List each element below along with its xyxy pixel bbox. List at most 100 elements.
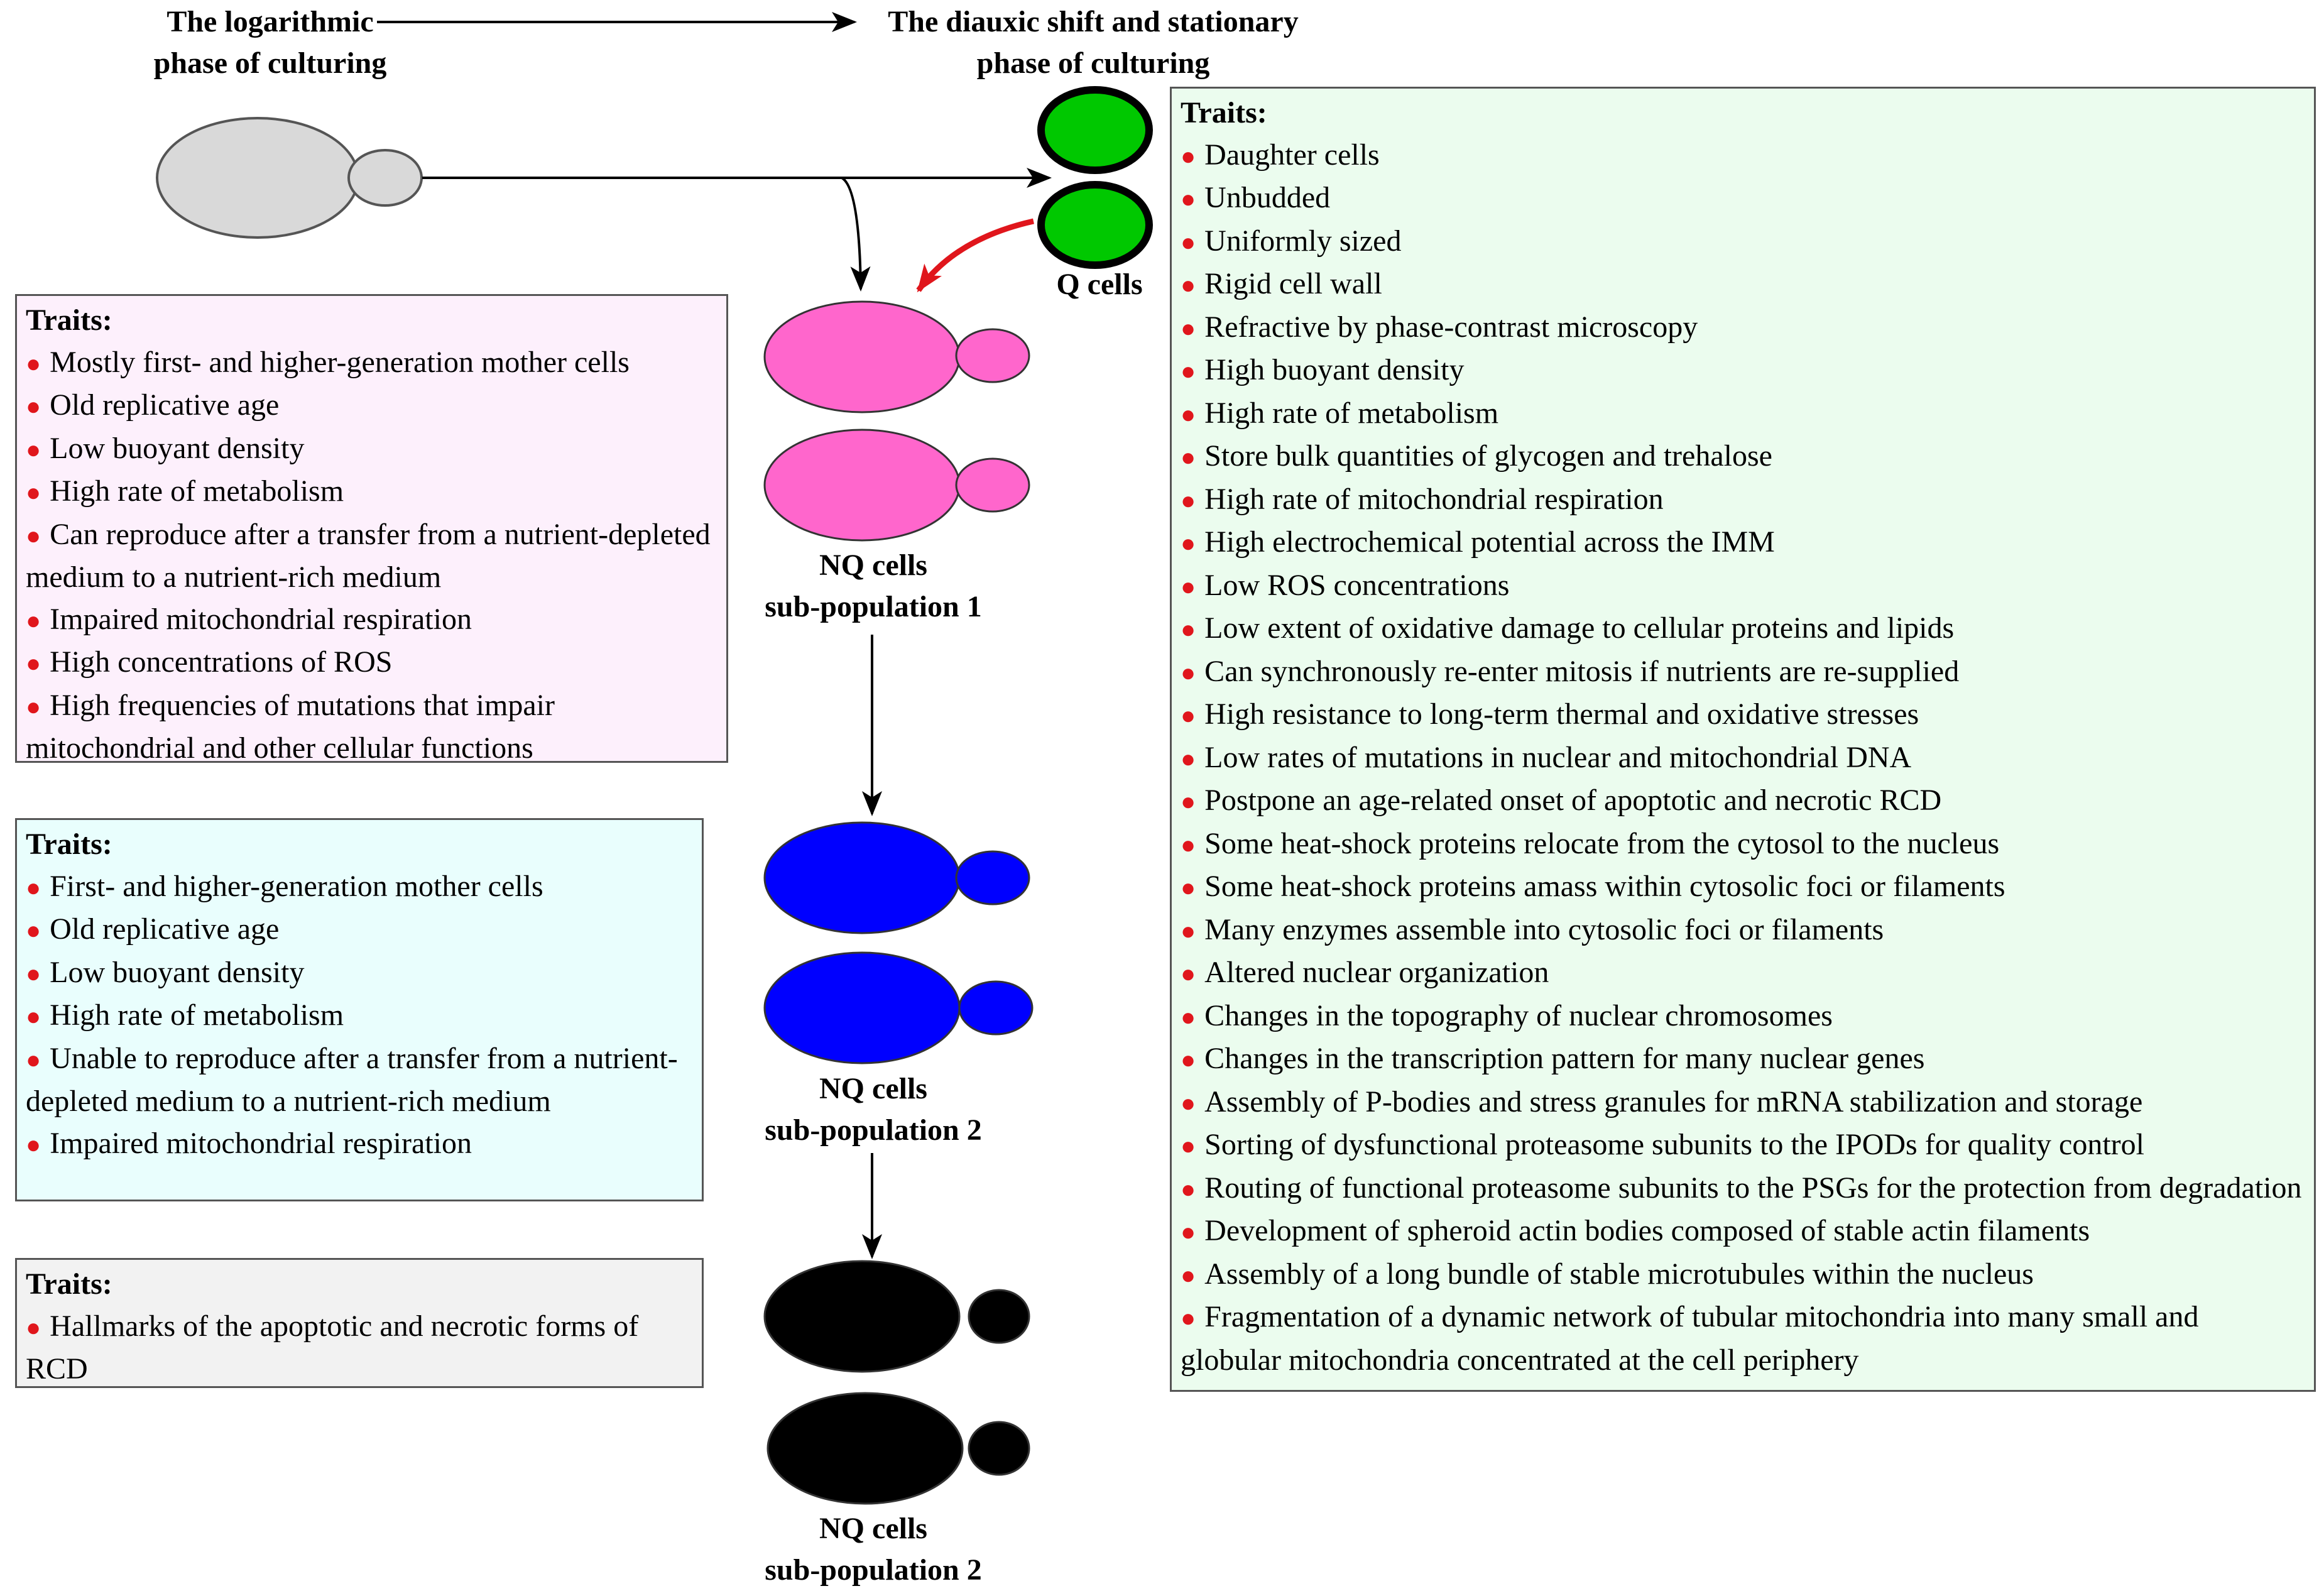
nq2-label-line1: NQ cells	[819, 1072, 927, 1105]
trait-item: ●Daughter cells	[1181, 134, 2305, 178]
trait-text: Altered nuclear organization	[1204, 956, 1549, 989]
trait-item: ● Altered nuclear organization	[1181, 952, 2305, 995]
trait-text: First- and higher-generation mother cell…	[50, 869, 543, 903]
red-arrow-q-to-nq1	[916, 218, 1034, 293]
nq1-traits-list: ●Mostly first- and higher-generation mot…	[26, 342, 717, 770]
nq1-bud-top	[955, 328, 1030, 383]
bullet-icon: ●	[1181, 1218, 1196, 1246]
bullet-icon: ●	[1181, 357, 1196, 385]
trait-text: Development of spheroid actin bodies com…	[1204, 1214, 2090, 1247]
trait-text: Low buoyant density	[50, 431, 305, 465]
trait-text: Can reproduce after a transfer from a nu…	[26, 517, 711, 594]
bullet-icon: ●	[1181, 1304, 1196, 1332]
nq3-cells-label: NQ cells sub-population 2	[716, 1508, 1030, 1591]
nq1-cells-label: NQ cells sub-population 1	[716, 545, 1030, 628]
trait-item: ●Low buoyant density	[26, 952, 693, 995]
trait-text: Low buoyant density	[50, 955, 305, 989]
trait-text: Changes in the topography of nuclear chr…	[1204, 998, 1833, 1032]
trait-item: ●First- and higher-generation mother cel…	[26, 866, 693, 909]
bullet-icon: ●	[1181, 960, 1196, 988]
nq3-label-line2: sub-population 2	[765, 1553, 982, 1587]
bullet-icon: ●	[1181, 572, 1196, 601]
bullet-icon: ●	[26, 435, 41, 464]
trait-text: Assembly of a long bundle of stable micr…	[1204, 1257, 2034, 1291]
nq1-cell-bottom	[763, 429, 961, 542]
trait-text: Refractive by phase-contrast microscopy	[1204, 310, 1698, 344]
trait-text: Changes in the transcription pattern for…	[1204, 1042, 1925, 1075]
trait-item: ● Old replicative age	[26, 385, 717, 428]
bullet-icon: ●	[26, 1130, 41, 1159]
q-cell-top	[1037, 86, 1153, 174]
trait-text: Store bulk quantities of glycogen and tr…	[1204, 439, 1772, 473]
trait-item: ●Fragmentation of a dynamic network of t…	[1181, 1296, 2305, 1381]
bullet-icon: ●	[1181, 486, 1196, 515]
trait-text: Daughter cells	[1204, 138, 1380, 172]
trait-item: ● Development of spheroid actin bodies co…	[1181, 1210, 2305, 1254]
trait-item: ●High electrochemical potential across t…	[1181, 522, 2305, 565]
nq2-bud-bottom	[958, 980, 1034, 1036]
bullet-icon: ●	[1181, 615, 1196, 643]
trait-text: Unbudded	[1204, 181, 1331, 214]
trait-item: ●High rate of mitochondrial respiration	[1181, 479, 2305, 522]
log-phase-mother-cell	[156, 117, 359, 239]
trait-text: Impaired mitochondrial respiration	[50, 602, 472, 636]
trait-item: ●Unable to reproduce after a transfer fr…	[26, 1038, 693, 1123]
trait-text: High rate of metabolism	[1204, 396, 1499, 430]
trait-text: High rate of metabolism	[50, 998, 344, 1032]
trait-item: ●Rigid cell wall	[1181, 263, 2305, 307]
bullet-icon: ●	[1181, 1088, 1196, 1117]
stationary-phase-line1: The diauxic shift and stationary	[888, 5, 1299, 38]
nq1-label-line2: sub-population 1	[765, 590, 982, 623]
trait-text: Impaired mitochondrial respiration	[50, 1126, 472, 1160]
trait-item: ● Unbudded	[1181, 177, 2305, 221]
bullet-icon: ●	[1181, 400, 1196, 429]
arrow-to-nq1-cells	[841, 177, 871, 292]
nq1-traits-title: Traits:	[26, 303, 112, 337]
bullet-icon: ●	[26, 1002, 41, 1031]
trait-item: ●Hallmarks of the apoptotic and necrotic…	[26, 1306, 693, 1391]
trait-item: ●Low rates of mutations in nuclear and m…	[1181, 737, 2305, 780]
bullet-icon: ●	[1181, 1174, 1196, 1203]
trait-text: Unable to reproduce after a transfer fro…	[26, 1041, 678, 1118]
trait-text: Can synchronously re-enter mitosis if nu…	[1204, 654, 1960, 688]
nq2-label-line2: sub-population 2	[765, 1113, 982, 1147]
bullet-icon: ●	[1181, 185, 1196, 213]
nq2-traits-list: ● First- and higher-generation mother cel…	[26, 866, 693, 1166]
trait-text: Fragmentation of a dynamic network of tu…	[1181, 1300, 2199, 1377]
nq2-cell-bottom	[763, 951, 961, 1064]
nq3-label-line1: NQ cells	[819, 1512, 927, 1545]
trait-text: Old replicative age	[50, 388, 280, 422]
trait-item: ● Low ROS concentrations	[1181, 565, 2305, 608]
stationary-phase-header: The diauxic shift and stationary phase o…	[836, 1, 1351, 84]
bullet-icon: ●	[26, 1045, 41, 1074]
trait-item: ●Some heat-shock proteins relocate from …	[1181, 823, 2305, 867]
stationary-phase-line2: phase of culturing	[976, 46, 1210, 80]
bullet-icon: ●	[1181, 701, 1196, 730]
trait-text: Routing of functional proteasome subunit…	[1204, 1171, 2302, 1205]
trait-text: Some heat-shock proteins amass within cy…	[1204, 870, 2005, 903]
q-cell-bottom	[1037, 181, 1153, 269]
trait-text: Sorting of dysfunctional proteasome subu…	[1204, 1128, 2144, 1161]
q-traits-list: ●Daughter cells●Unbudded●Uniformly sized…	[1181, 134, 2305, 1382]
trait-item: ●Postpone an age-related onset of apopto…	[1181, 780, 2305, 823]
bullet-icon: ●	[1181, 916, 1196, 945]
trait-text: Some heat-shock proteins relocate from t…	[1204, 826, 2000, 860]
nq3-cell-bottom	[766, 1392, 964, 1505]
trait-item: ●Sorting of dysfunctional proteasome sub…	[1181, 1124, 2305, 1167]
bullet-icon: ●	[1181, 1002, 1196, 1031]
trait-text: Old replicative age	[50, 912, 280, 946]
nq3-cell-top	[763, 1260, 961, 1373]
bullet-icon: ●	[26, 392, 41, 420]
trait-item: ● High rate of metabolism	[26, 995, 693, 1038]
trait-text: Low ROS concentrations	[1204, 568, 1510, 602]
trait-text: Many enzymes assemble into cytosolic foc…	[1204, 912, 1884, 946]
bullet-icon: ●	[1181, 1260, 1196, 1289]
trait-text: Rigid cell wall	[1204, 267, 1382, 300]
bullet-icon: ●	[26, 349, 41, 378]
nq3-bud-bottom	[968, 1421, 1030, 1476]
bullet-icon: ●	[26, 521, 41, 550]
trait-text: Hallmarks of the apoptotic and necrotic …	[26, 1309, 639, 1386]
nq2-traits-box: Traits: ●First- and higher-generation mo…	[15, 818, 704, 1201]
